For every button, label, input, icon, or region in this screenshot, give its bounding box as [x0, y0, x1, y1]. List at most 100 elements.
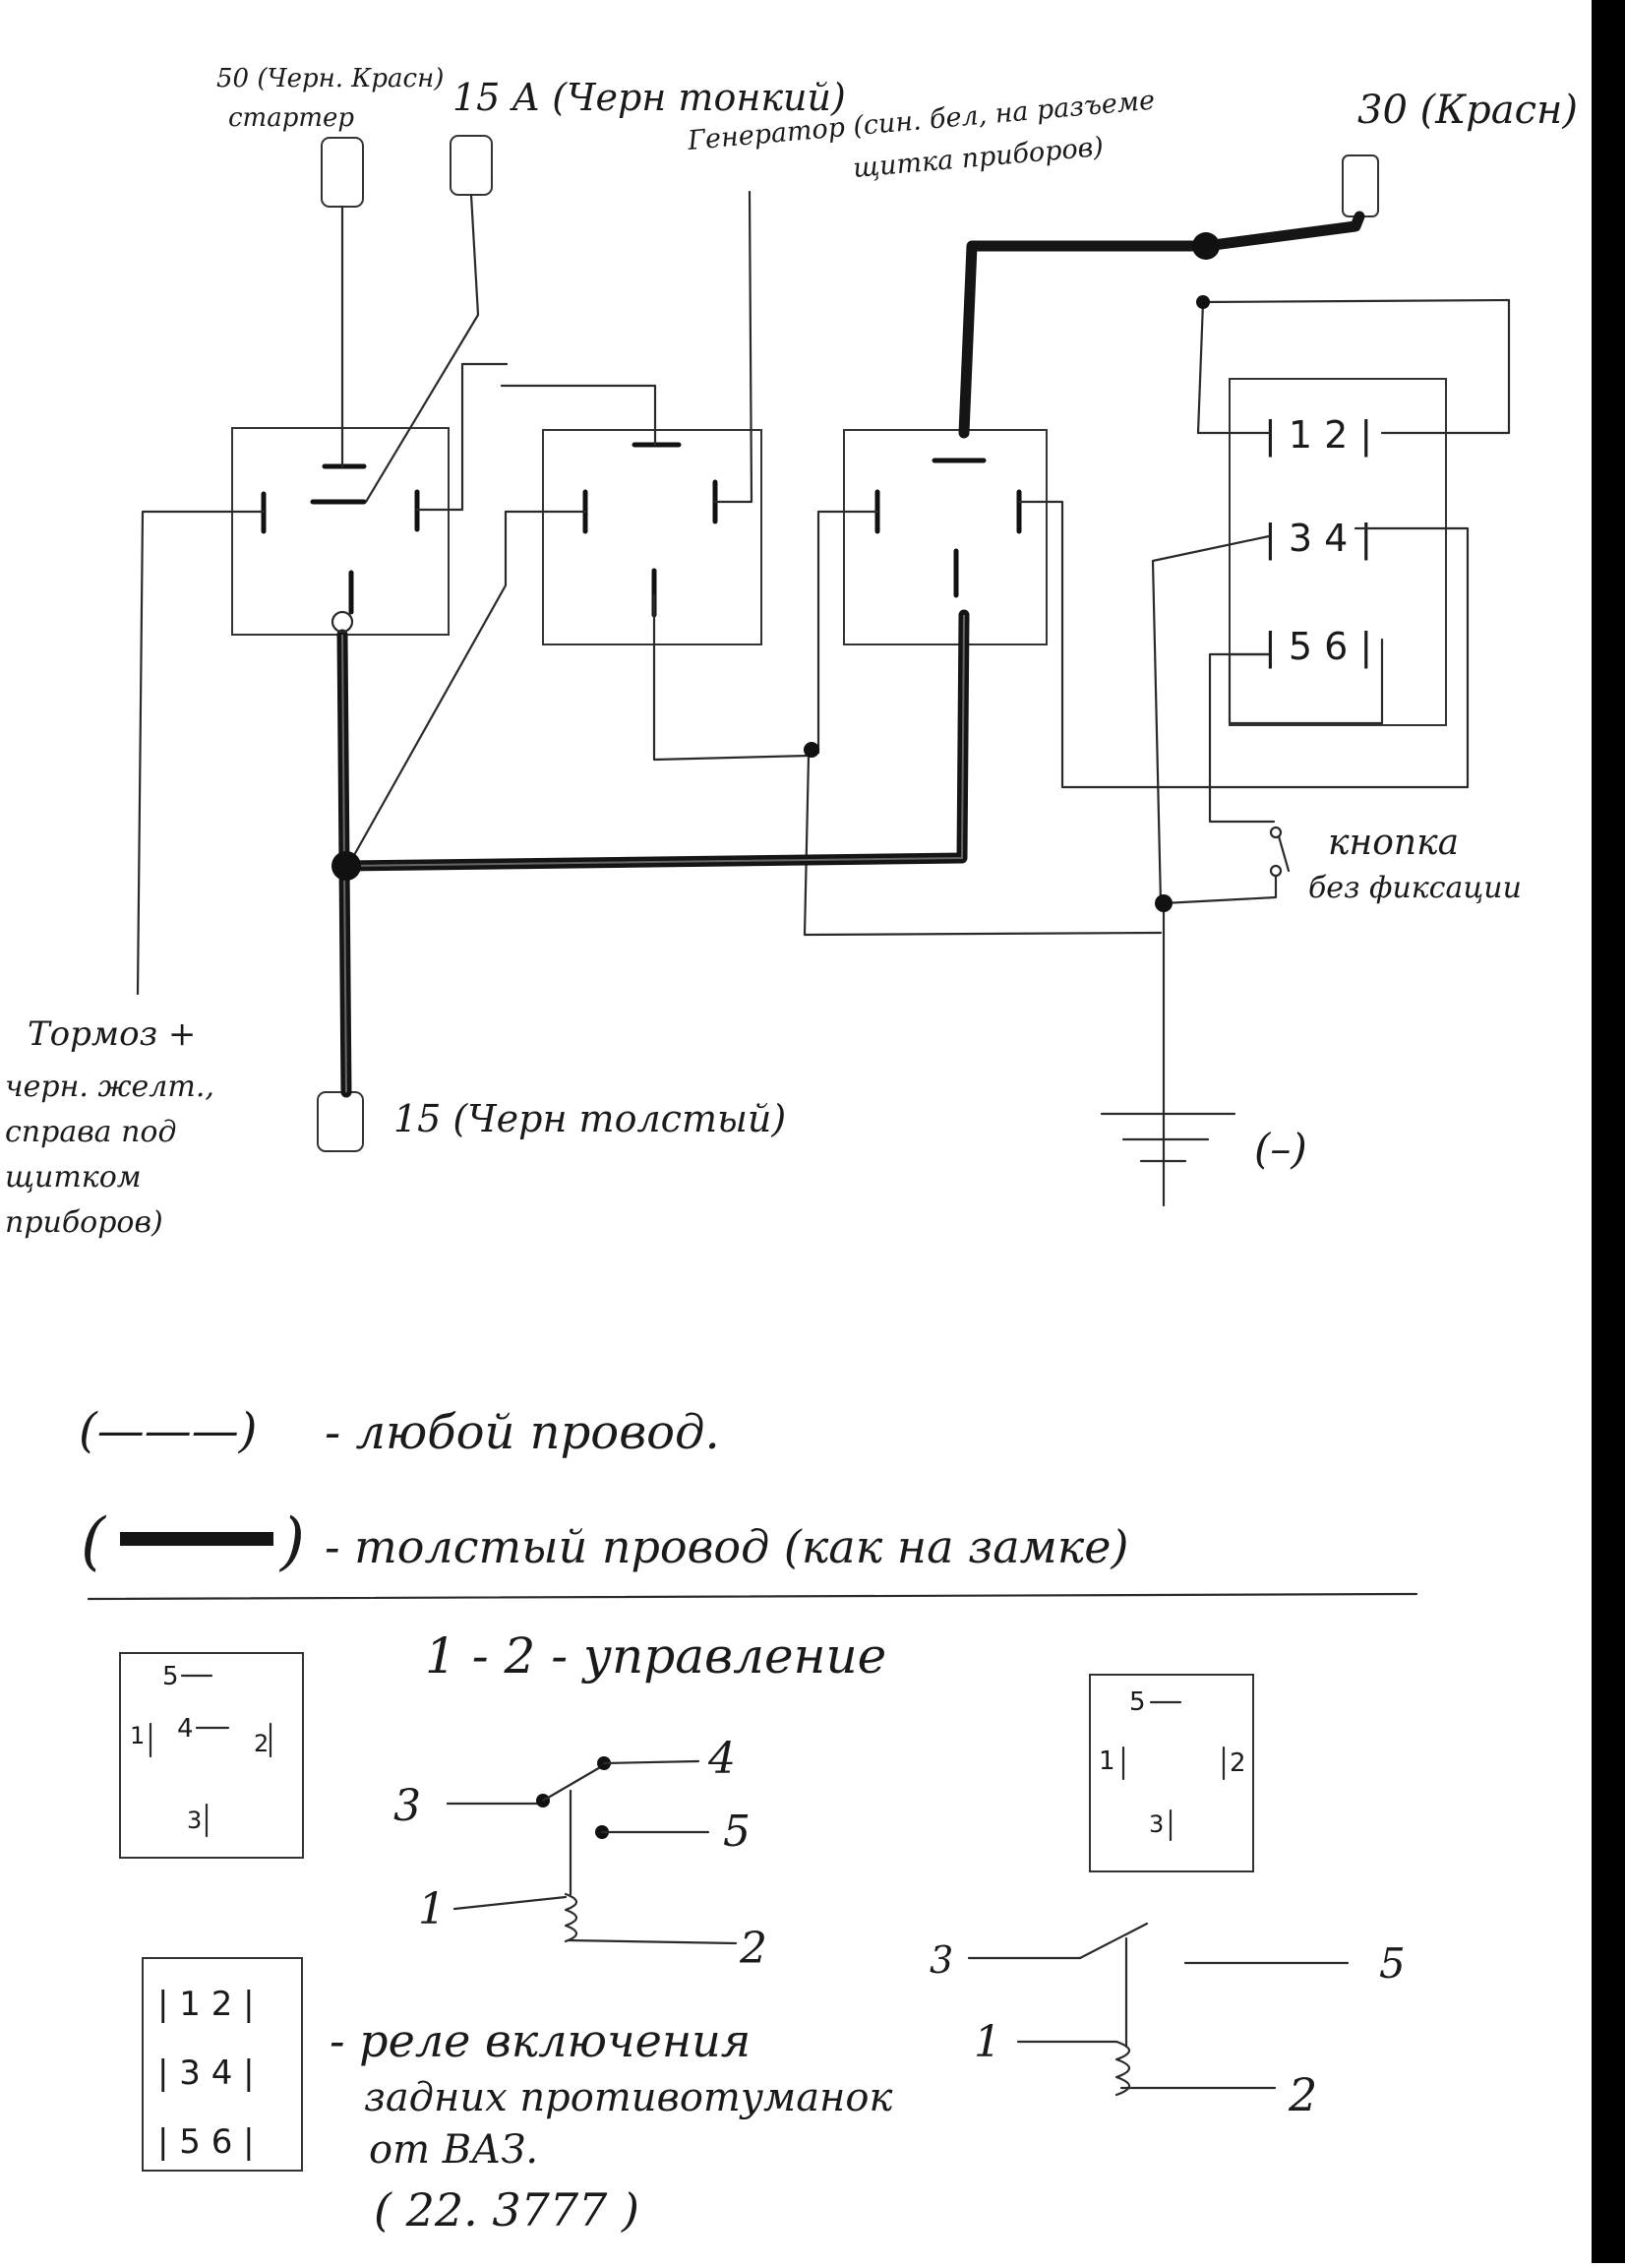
label-30: 30 (Красн) [1357, 88, 1578, 133]
sch1-label-4: 4 [707, 1734, 736, 1784]
wire-30-pin1 [1196, 300, 1271, 435]
terminal-50-lug [321, 137, 364, 208]
label-15a: 15 А (Черн тонкий) [452, 76, 846, 119]
pinout-left-2: 2 [254, 1730, 269, 1757]
wire-relay2-bottom [652, 593, 811, 762]
junction-relay2 [804, 742, 819, 758]
label-button-1: кнопка [1328, 823, 1459, 863]
fog-relay-pinout-row-1: | 1 2 | [157, 1985, 255, 2024]
legend-thick-open: ( [81, 1505, 107, 1578]
sch2-switch-arm [1078, 1922, 1149, 1960]
pinout-right-5: 5 [1129, 1687, 1146, 1717]
wire-relay3-left [816, 510, 879, 755]
sch2-label-3: 3 [930, 1938, 953, 1982]
label-15: 15 (Черн толстый) [393, 1097, 786, 1140]
sch2-coil [1114, 2040, 1131, 2097]
wire-generator [713, 190, 753, 504]
sch1-wire-4 [602, 1759, 700, 1765]
sch2-label-5: 5 [1379, 1939, 1406, 1988]
pinout-left-1: 1 [130, 1722, 145, 1749]
pinout-left-3: 3 [187, 1807, 202, 1834]
terminal-15a-lug [450, 135, 493, 196]
brake-line-4: щитком [5, 1160, 142, 1195]
thick-wire-30-to-relay3 [958, 211, 1365, 439]
relay-pinout-right [1089, 1674, 1254, 1872]
fog-relay-row-56: | 5 6 | [1264, 625, 1372, 669]
legend-thick-text: - толстый провод (как на замке) [325, 1520, 1128, 1573]
relay-pinout-left [119, 1652, 304, 1859]
junction-30-thin [1196, 295, 1210, 309]
scan-edge [1592, 0, 1625, 2263]
wire-30-pin2 [1201, 298, 1511, 435]
fog-relay-pinout-row-2: | 3 4 | [157, 2053, 255, 2093]
terminal-30-lug [1342, 154, 1379, 217]
pinout-right-2: 2 [1230, 1748, 1246, 1778]
junction-main [331, 851, 361, 881]
fog-relay-desc-4: ( 22. 3777 ) [374, 2183, 639, 2237]
fog-relay-pinout-row-3: | 5 6 | [157, 2122, 255, 2162]
wire-node-ground [803, 754, 1163, 937]
pinout-right-3: 3 [1149, 1810, 1164, 1838]
fog-relay-desc-2: задних противотуманок [364, 2075, 892, 2120]
relay-schematic-2: 3 5 1 2 [930, 1922, 1406, 2121]
label-50: 50 (Черн. Красн) [216, 64, 444, 93]
label-button-2: без фиксации [1308, 871, 1522, 905]
sch2-label-2: 2 [1288, 2068, 1317, 2121]
wire-15a-to-relay1 [364, 193, 480, 504]
sch1-wire-1 [452, 1895, 568, 1911]
wire-pin3-ground [1151, 534, 1271, 905]
pinout-right-1: 1 [1099, 1747, 1115, 1776]
wire-pin5-button [1208, 652, 1276, 824]
fog-relay-block [1229, 378, 1447, 726]
sch1-wire-2 [567, 1938, 738, 1945]
relay-schematic-1: 3 4 5 1 2 [393, 1734, 767, 1974]
thick-wire-junction-to-relay3 [338, 609, 970, 872]
button-contact [1277, 834, 1291, 873]
button-contact-top [1269, 826, 1283, 839]
wire-brake [136, 510, 266, 996]
legend-thick-close: ) [278, 1505, 305, 1578]
fog-relay-desc-3: от ВАЗ. [369, 2127, 538, 2173]
brake-line-5: приборов) [5, 1205, 163, 1240]
terminal-15-lug [317, 1091, 364, 1152]
sch1-label-5: 5 [723, 1807, 751, 1857]
sch1-label-1: 1 [418, 1884, 446, 1934]
junction-relay1-bottom [331, 610, 354, 634]
junction-ground [1155, 894, 1173, 912]
wire-button-ground [1162, 874, 1278, 905]
relay-control-text: 1 - 2 - управление [425, 1627, 886, 1685]
legend-thin-symbol: (———) [79, 1403, 257, 1458]
wire-relay2-top [500, 384, 657, 447]
relay-2-box [542, 429, 762, 645]
fog-relay-pinout [142, 1957, 303, 2172]
label-brake: Тормоз + черн. желт., справа под щитком … [5, 1014, 214, 1240]
brake-line-1: Тормоз + [28, 1014, 196, 1054]
fog-relay-row-34: | 3 4 | [1264, 517, 1372, 561]
brake-line-3: справа под [5, 1115, 177, 1149]
sch1-coil [564, 1892, 578, 1943]
thick-wire-core-2 [343, 614, 965, 867]
junction-30 [1192, 232, 1220, 260]
button-contact-bottom [1269, 864, 1283, 878]
label-50-starter: 50 (Черн. Красн) стартер [216, 64, 444, 133]
label-generator-2: щитка приборов) [852, 132, 1105, 184]
wire-relay2-left [347, 510, 587, 866]
pinout-left-5: 5 [162, 1662, 179, 1691]
sch1-label-2: 2 [739, 1924, 767, 1974]
label-starter: стартер [228, 103, 354, 133]
legend-divider [87, 1592, 1418, 1601]
legend: (———) - любой провод. ( ) - толстый пров… [79, 1403, 1418, 1601]
ground-label: (–) [1254, 1125, 1307, 1173]
relay-3-box [843, 429, 1048, 645]
brake-line-2: черн. желт., [5, 1070, 214, 1104]
pinout-left-4: 4 [177, 1714, 194, 1744]
sch1-label-3: 3 [393, 1781, 421, 1831]
wire-relay3-right [1017, 500, 1470, 789]
fog-relay-desc-1: - реле включения [330, 2014, 751, 2067]
fog-relay-row-12: | 1 2 | [1264, 413, 1372, 458]
legend-thin-text: - любой провод. [325, 1405, 720, 1460]
wire-relay1-right [415, 362, 509, 512]
sch1-switch-arm [541, 1764, 604, 1803]
